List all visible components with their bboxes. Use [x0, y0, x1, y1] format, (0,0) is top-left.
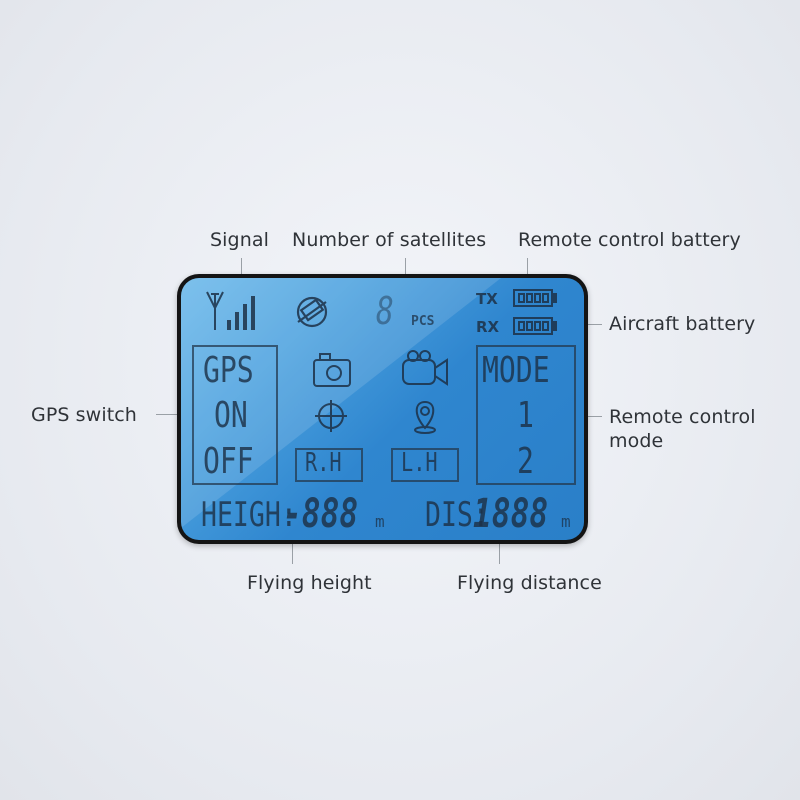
- remote-control-lcd: 8 PCS TX RX GPS ON OFF R.H L.H MODE 1 2 …: [177, 274, 588, 544]
- pcs-label: PCS: [411, 314, 435, 329]
- mode-one: 1: [517, 395, 534, 436]
- distance-value: 1888: [473, 491, 549, 537]
- camera-icon: [313, 353, 351, 387]
- satellite-icon: [296, 296, 328, 328]
- distance-label: DIS:: [425, 495, 489, 535]
- lh-box: [391, 448, 459, 482]
- rx-label: RX: [476, 318, 500, 336]
- mode-title: MODE: [482, 350, 550, 391]
- flying-height-label: Flying height: [247, 572, 372, 594]
- rc-battery-leader: [527, 258, 528, 282]
- gps-on: ON: [214, 395, 248, 436]
- gps-switch-label: GPS switch: [31, 404, 137, 426]
- rc-mode-label-line2: mode: [609, 430, 664, 452]
- rc-mode-label-line1: Remote control: [609, 406, 756, 428]
- gps-off: OFF: [203, 441, 254, 482]
- video-camera-icon: [402, 350, 448, 386]
- lcd-screen: 8 PCS TX RX GPS ON OFF R.H L.H MODE 1 2 …: [181, 278, 584, 540]
- rc-mode-leader: [575, 416, 602, 417]
- flying-distance-label: Flying distance: [457, 572, 602, 594]
- flying-height-leader: [292, 538, 293, 564]
- crosshair-icon: [315, 400, 347, 432]
- rh-label: R.H: [305, 448, 342, 478]
- rh-box: [295, 448, 363, 482]
- mode-two: 2: [517, 441, 534, 482]
- battery-icon: [513, 289, 557, 307]
- distance-unit: m: [561, 512, 571, 531]
- rc-mode-label: Remote control mode: [609, 405, 756, 453]
- lh-label: L.H: [401, 448, 438, 478]
- height-label: HEIGH:: [201, 495, 297, 535]
- rc-battery-label: Remote control battery: [518, 229, 741, 251]
- signal-leader: [241, 258, 242, 280]
- signal-bars-icon: [227, 296, 255, 330]
- battery-icon: [513, 317, 557, 335]
- lcd-graphics: [181, 278, 557, 528]
- antenna-icon: [206, 291, 224, 330]
- height-unit: m: [375, 512, 385, 531]
- gps-title: GPS: [203, 350, 254, 391]
- satellites-label: Number of satellites: [292, 229, 487, 251]
- satellites-leader: [405, 258, 406, 280]
- gps-switch-leader: [156, 414, 190, 415]
- tx-label: TX: [476, 290, 498, 308]
- flying-distance-leader: [499, 538, 500, 564]
- satellite-count-digit: 8: [376, 289, 394, 333]
- aircraft-battery-label: Aircraft battery: [609, 313, 756, 335]
- mode-box: [476, 345, 576, 485]
- height-value: -888: [283, 491, 359, 537]
- gps-switch-box: [192, 345, 278, 485]
- home-pin-icon: [414, 400, 436, 434]
- signal-label: Signal: [210, 229, 269, 251]
